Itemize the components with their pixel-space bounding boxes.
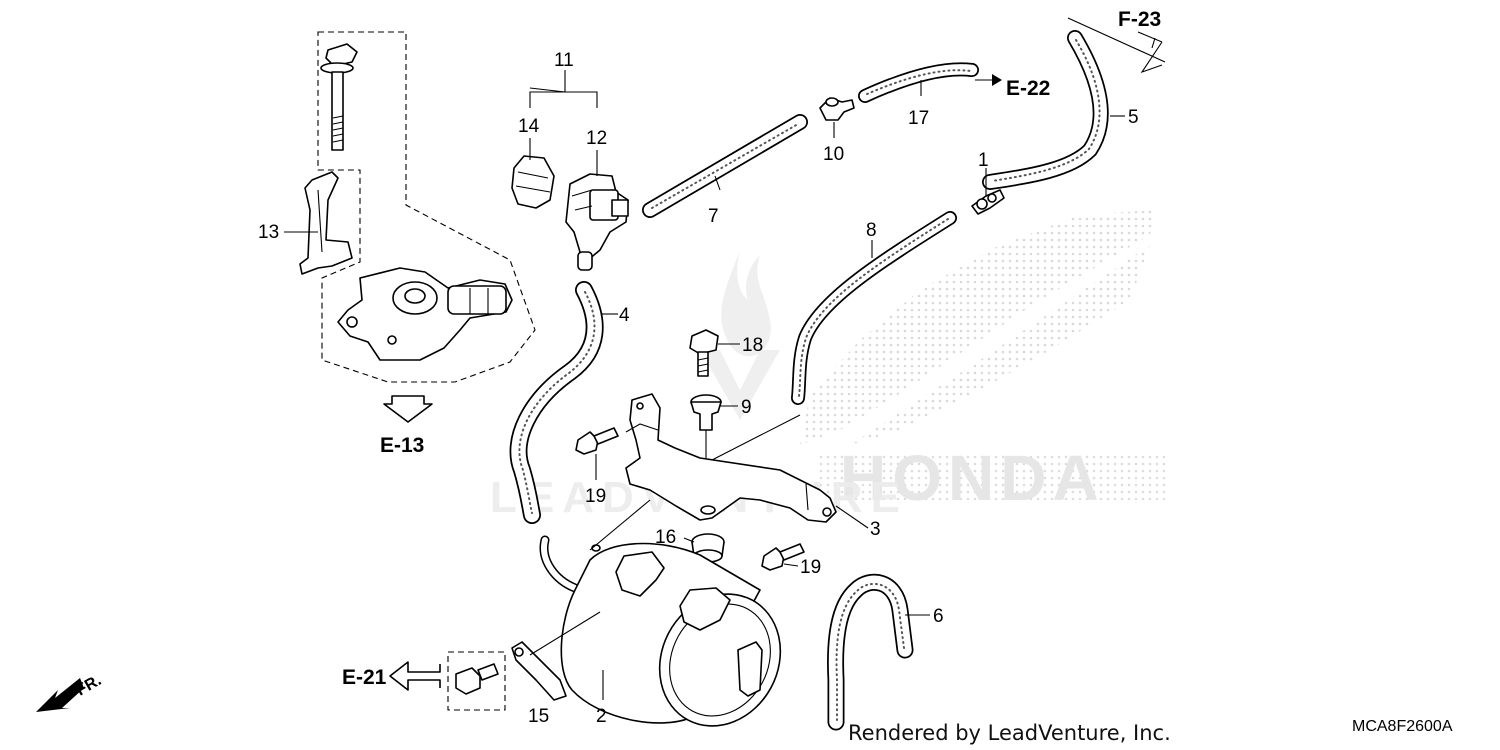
callout-9: 9 xyxy=(741,397,752,418)
diagram-code: MCA8F2600A xyxy=(1352,718,1453,735)
bolt-13-assembly xyxy=(320,43,358,151)
ref-e13: E-13 xyxy=(380,434,424,457)
callout-17: 17 xyxy=(908,108,929,129)
callout-6: 6 xyxy=(933,606,944,627)
callout-11: 11 xyxy=(554,50,574,71)
valve-actuator xyxy=(337,267,513,361)
hose-4 xyxy=(509,281,604,524)
tube-canister xyxy=(539,535,580,593)
callout-13: 13 xyxy=(258,222,279,243)
hose-6 xyxy=(827,573,914,731)
fitting-10 xyxy=(819,97,855,121)
solenoid-valve-12 xyxy=(565,173,629,271)
hose-8 xyxy=(791,211,957,405)
canister-2 xyxy=(560,499,782,727)
f23-flow-arrow xyxy=(1067,17,1166,74)
dashed-box-e21 xyxy=(447,651,506,711)
bracket-13 xyxy=(299,171,353,275)
ref-f23: F-23 xyxy=(1118,8,1161,31)
leader-lines xyxy=(284,80,1125,700)
callout-12: 12 xyxy=(586,128,607,149)
e21-arrow xyxy=(389,661,441,691)
callout-18: 18 xyxy=(742,335,763,356)
callout-1: 1 xyxy=(978,150,989,171)
fitting-1 xyxy=(971,189,1005,215)
callout-16: 16 xyxy=(655,527,676,548)
callout-10: 10 xyxy=(823,144,844,165)
front-direction-arrow: FR. xyxy=(36,672,104,712)
clamp-15 xyxy=(511,611,601,701)
callout-2: 2 xyxy=(596,706,607,727)
bolt-18 xyxy=(689,329,719,377)
render-credit: Rendered by LeadVenture, Inc. xyxy=(848,721,1171,745)
bolt-e21 xyxy=(455,663,499,695)
ref-e21: E-21 xyxy=(342,666,387,689)
callout-7: 7 xyxy=(708,206,719,227)
bolt-19-left xyxy=(575,427,619,455)
bolt-19-right xyxy=(761,543,805,571)
ref-e22: E-22 xyxy=(1006,77,1050,100)
fr-label: FR. xyxy=(74,672,105,700)
dashed-outline xyxy=(317,31,536,383)
cap-14 xyxy=(511,155,555,209)
callout-3: 3 xyxy=(870,519,881,540)
hose-17 xyxy=(858,62,979,103)
callout-5: 5 xyxy=(1128,107,1139,128)
collar-9 xyxy=(690,394,722,431)
callout-4: 4 xyxy=(619,305,630,326)
hose-7 xyxy=(642,114,808,218)
hose-5 xyxy=(982,30,1109,190)
honda-wing-watermark xyxy=(800,210,1155,445)
callout-15: 15 xyxy=(528,706,549,727)
honda-wordmark: HONDA xyxy=(840,442,1105,514)
callout-14: 14 xyxy=(518,116,540,137)
callout-bracket-11 xyxy=(529,70,598,108)
callout-19-right: 19 xyxy=(800,557,821,578)
callout-19-left: 19 xyxy=(585,486,606,507)
callout-8: 8 xyxy=(866,220,877,241)
honda-text-watermark: HONDA xyxy=(820,442,1165,514)
bracket-3 xyxy=(625,393,837,523)
e13-arrow xyxy=(383,395,433,423)
